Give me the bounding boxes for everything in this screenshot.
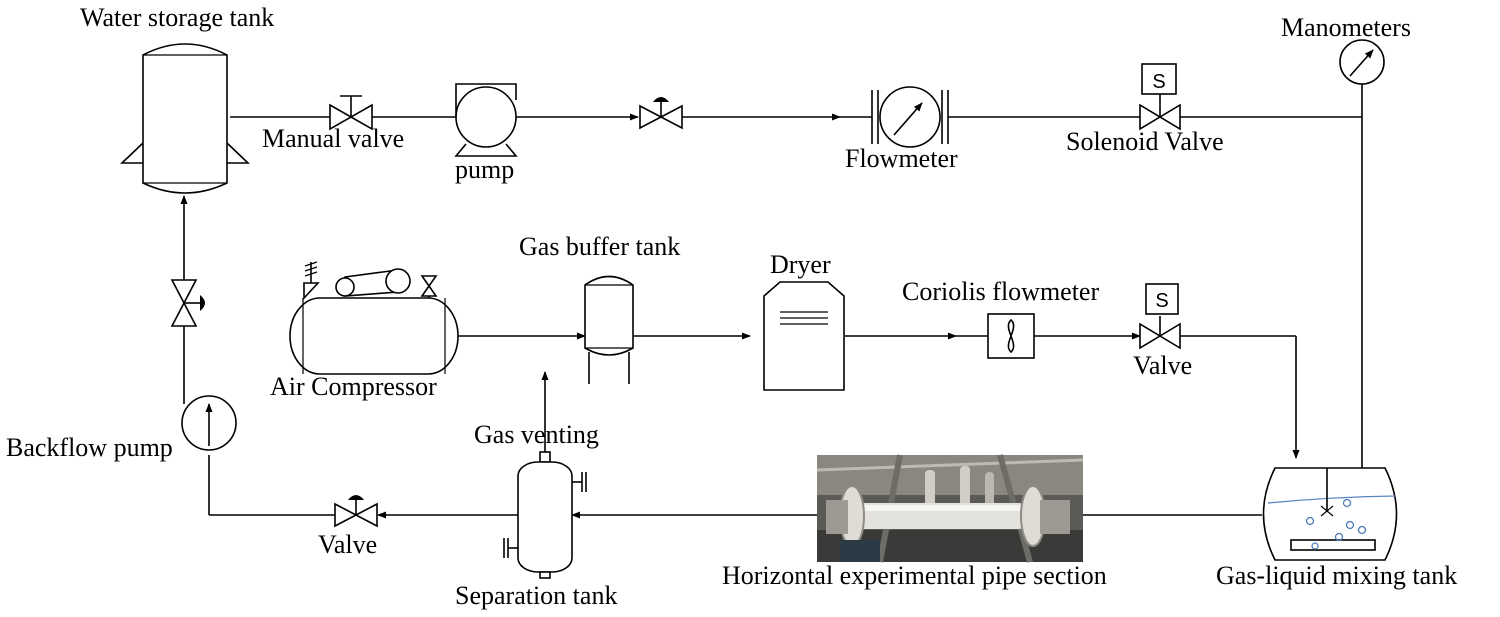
label-solenoid-valve: Solenoid Valve bbox=[1066, 127, 1224, 156]
label-pump: pump bbox=[455, 155, 514, 184]
label-water-storage-tank: Water storage tank bbox=[80, 3, 274, 32]
solenoid-valve-icon bbox=[1139, 63, 1181, 131]
pipe-lines bbox=[180, 84, 1366, 519]
label-valve-gas: Valve bbox=[1133, 351, 1192, 380]
gas-buffer-tank-icon bbox=[584, 275, 634, 384]
label-horizontal-pipe: Horizontal experimental pipe section bbox=[722, 561, 1107, 590]
solenoid-mark-water: S bbox=[1152, 71, 1165, 93]
dryer-icon bbox=[763, 281, 845, 391]
label-flowmeter: Flowmeter bbox=[845, 144, 958, 173]
label-gas-venting: Gas venting bbox=[474, 420, 599, 449]
water-storage-tank bbox=[120, 43, 250, 194]
label-manometers: Manometers bbox=[1281, 13, 1411, 42]
gas-liquid-mixing-tank-icon bbox=[1262, 467, 1398, 561]
label-separation-tank: Separation tank bbox=[455, 581, 617, 610]
label-valve-return: Valve bbox=[318, 530, 377, 559]
label-gas-buffer-tank: Gas buffer tank bbox=[519, 232, 680, 261]
manometer-icon bbox=[1339, 39, 1385, 85]
label-manual-valve: Manual valve bbox=[262, 124, 404, 153]
backflow-valve-icon bbox=[170, 279, 205, 327]
experimental-pipe-photo bbox=[816, 454, 1084, 563]
return-valve-icon bbox=[334, 495, 378, 528]
flowmeter-icon bbox=[871, 86, 949, 148]
label-mixing-tank: Gas-liquid mixing tank bbox=[1216, 561, 1457, 590]
label-backflow-pump: Backflow pump bbox=[6, 433, 173, 462]
gas-solenoid-valve-icon bbox=[1139, 283, 1181, 350]
solenoid-mark-gas: S bbox=[1155, 290, 1168, 312]
manual-valve-icon bbox=[329, 95, 373, 131]
coriolis-flowmeter-icon bbox=[987, 313, 1035, 359]
label-dryer: Dryer bbox=[770, 250, 831, 279]
label-air-compressor: Air Compressor bbox=[270, 372, 437, 401]
centrifugal-pump-icon bbox=[454, 83, 518, 157]
air-compressor-icon bbox=[289, 261, 459, 375]
label-coriolis-flowmeter: Coriolis flowmeter bbox=[902, 277, 1099, 306]
backflow-pump-icon bbox=[181, 392, 237, 451]
control-valve-icon bbox=[639, 97, 683, 130]
separation-tank-icon bbox=[503, 451, 587, 579]
